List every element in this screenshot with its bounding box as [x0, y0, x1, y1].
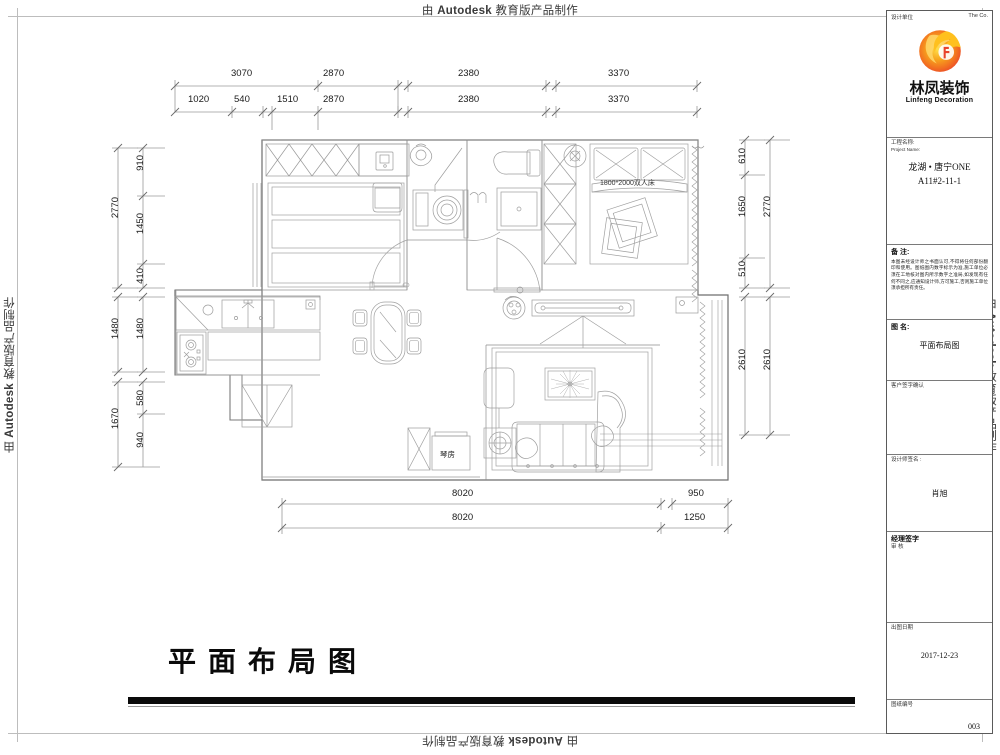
- dim-top2-1510: 1510: [277, 94, 299, 105]
- client-sign-label: 客户签字确认: [891, 383, 925, 390]
- master-bedroom-furniture: [563, 143, 705, 265]
- manager-label: 经理签字: [891, 535, 919, 543]
- title-rule: [128, 697, 855, 704]
- design-unit-label: 设计单位: [891, 15, 914, 21]
- dim-left-1480b: 1480: [135, 318, 146, 340]
- living-room: [483, 347, 653, 473]
- dim-top2-1020: 1020: [188, 94, 210, 105]
- dimension-lines-top: [170, 80, 702, 130]
- dim-left-580: 580: [135, 390, 146, 406]
- dining-set: [352, 301, 422, 365]
- date-label: 出图日期: [891, 625, 914, 632]
- dim-left-910: 910: [135, 155, 146, 171]
- desk-chair-left-bedroom: [372, 182, 403, 213]
- watermark-rule-bottom: [8, 733, 992, 734]
- dim-top-2380: 2380: [458, 68, 480, 79]
- floor-plan-drawing: 3070 2870 2380 3370 1020 540 1510 2870 2…: [110, 68, 855, 707]
- project-label-en: Project Name:: [891, 147, 921, 153]
- piano-room-label: 琴房: [440, 450, 455, 459]
- plan-walls: [174, 139, 729, 481]
- dim-top2-2380: 2380: [458, 94, 480, 105]
- dim-right-2610: 2610: [737, 349, 748, 371]
- closet-master: [543, 143, 577, 265]
- dim-top-3370: 3370: [608, 68, 630, 79]
- project-code: A11#2-11-1: [917, 175, 962, 186]
- note-label: 备 注:: [891, 248, 910, 256]
- title-block-designer-cell: 设计师签名 : 肖旭: [887, 455, 992, 532]
- piano-room-furniture: [407, 427, 471, 471]
- design-unit-right: The Co.: [968, 13, 988, 19]
- date-value: 2017-12-23: [920, 650, 959, 660]
- dim-bottom-950: 950: [688, 488, 704, 499]
- dim-top2-2870: 2870: [323, 94, 345, 105]
- dimension-lines-left: [112, 143, 165, 472]
- dim-right-1650: 1650: [737, 196, 748, 218]
- dim-left-410: 410: [135, 268, 146, 284]
- manager-sub-label: 审 核: [891, 543, 904, 550]
- title-block-manager-cell: 经理签字 审 核: [887, 532, 992, 624]
- page-title: 平面布局图: [168, 645, 369, 678]
- linfeng-logo-icon: [914, 24, 966, 76]
- dim-left-1480: 1480: [110, 318, 121, 340]
- ac-unit: [675, 296, 699, 314]
- dim-left-1450: 1450: [135, 213, 146, 235]
- dimension-lines-bottom: [277, 498, 733, 534]
- kitchen: [175, 296, 321, 420]
- title-block-logo-cell: 设计单位 The Co.: [887, 11, 992, 138]
- dim-right-2770: 2770: [762, 196, 773, 218]
- title-block: 设计单位 The Co.: [886, 10, 993, 734]
- dim-right-510: 510: [737, 261, 748, 277]
- title-block-note-cell: 备 注: 本图未经设计师之书面认可,不得将任何部份翻印和使用。图纸图内数字标示为…: [887, 245, 992, 320]
- dim-top-3070: 3070: [231, 68, 253, 79]
- project-name: 龙湖 • 唐宁ONE: [908, 161, 971, 172]
- dim-left-2770: 2770: [110, 197, 121, 219]
- autodesk-watermark-top: 由 Autodesk 教育版产品制作: [421, 5, 579, 17]
- title-block-project-cell: 工程名称: Project Name: 龙湖 • 唐宁ONE A11#2-11-…: [887, 138, 992, 245]
- title-block-client-sign-cell: 客户签字确认: [887, 381, 992, 455]
- dim-top-2870: 2870: [323, 68, 345, 79]
- watermark-rule-top: [8, 16, 992, 17]
- designer-label: 设计师签名 :: [891, 456, 922, 463]
- dim-right-2610b: 2610: [762, 349, 773, 371]
- company-name: 林凤装饰: [909, 79, 970, 97]
- dim-left-940: 940: [135, 432, 146, 448]
- bed-left-bedroom: [267, 182, 405, 288]
- dim-bottom-8020b: 8020: [452, 512, 474, 523]
- floor-plan-svg: [112, 80, 790, 534]
- title-block-date-cell: 出图日期 2017-12-23: [887, 623, 992, 701]
- title-block-drawing-name-cell: 图 名: 平面布局图: [887, 320, 992, 382]
- company-name-en: Linfeng Decoration: [905, 97, 974, 104]
- toilet-room: [493, 149, 542, 294]
- bed-size-label: 1800*2000双人床: [600, 180, 655, 187]
- watermark-rule-left: [17, 8, 18, 742]
- sheet-value: 003: [968, 722, 980, 731]
- window-left-bedroom: [252, 183, 262, 287]
- dim-right-610: 610: [737, 148, 748, 164]
- balcony-right: [600, 300, 723, 466]
- title-block-sheet-cell: 图纸编号 003: [887, 700, 992, 733]
- plan-inner-walls: [174, 139, 699, 480]
- title-rule-thin: [128, 706, 855, 707]
- bathroom: [409, 143, 501, 241]
- project-label-cn: 工程名称:: [891, 139, 915, 146]
- dim-top2-540: 540: [234, 94, 250, 105]
- dim-left-1670: 1670: [110, 408, 121, 430]
- entry-cabinet: [241, 384, 293, 428]
- note-body: 本图未经设计师之书面认可,不得将任何部份翻印和使用。图纸图内数字标示为准,施工单…: [891, 258, 988, 291]
- dim-bottom-8020: 8020: [452, 488, 474, 499]
- drawing-name-label: 图 名:: [891, 323, 910, 331]
- drawing-name-value: 平面布局图: [919, 340, 960, 350]
- door-left-bedroom: [369, 239, 410, 291]
- dimension-lines-right: [739, 135, 790, 440]
- sheet-label: 图纸编号: [891, 702, 914, 709]
- wardrobe-left-bedroom: [265, 143, 410, 177]
- dim-bottom-1250: 1250: [684, 512, 706, 523]
- designer-name: 肖旭: [931, 489, 948, 499]
- dim-top2-3370: 3370: [608, 94, 630, 105]
- tv-unit: [502, 296, 635, 348]
- curtain-master-bedroom: [691, 145, 698, 303]
